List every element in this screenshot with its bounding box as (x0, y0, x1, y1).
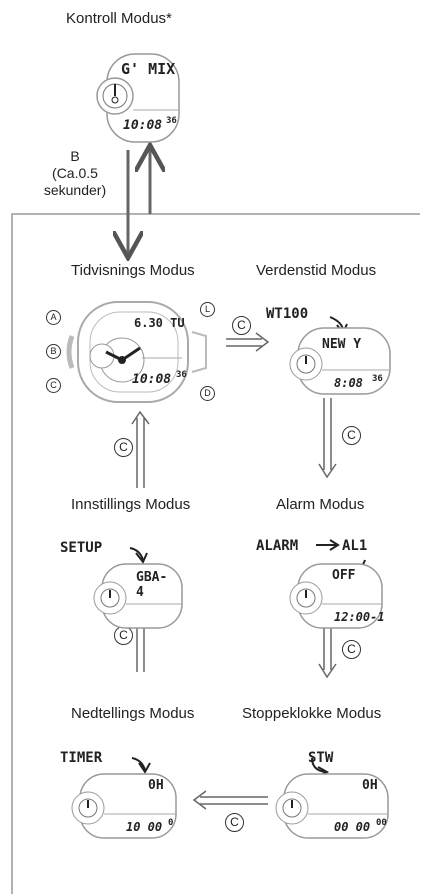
title-timekeeping-mode: Tidvisnings Modus (71, 262, 195, 279)
button-l-label: L (200, 302, 215, 317)
title-countdown-mode: Nedtellings Modus (71, 705, 195, 722)
lcd-top: 0H (148, 778, 164, 793)
arrow-stopwatch-to-countdown (192, 790, 268, 810)
arrow-worldtime-to-alarm (318, 398, 337, 479)
arrow-timekeeping-to-worldtime (226, 332, 270, 352)
transition-b-label: B (Ca.0.5 sekunder) (40, 148, 110, 199)
lcd-top: OFF (332, 568, 356, 583)
callout-text: WT100 (266, 306, 309, 322)
watch-face (93, 563, 183, 629)
mode-frame (11, 213, 420, 894)
watch-alarm: ALARM AL1 OFF 12:00-1 (256, 534, 396, 630)
callout-text: SETUP (60, 540, 103, 556)
watch-stopwatch: STW 0H 00 00 00 (272, 744, 400, 840)
lcd-seconds: 36 (176, 370, 187, 380)
circled-c-label: C (225, 813, 244, 832)
button-d-label: D (200, 386, 215, 401)
lcd-top: G' MIX (121, 60, 176, 78)
lcd-top: NEW Y (322, 337, 362, 352)
lcd-time: 8:08 (334, 376, 363, 390)
title-alarm-mode: Alarm Modus (276, 496, 365, 513)
title-setting-mode: Innstillings Modus (71, 496, 191, 513)
callout-text: TIMER (60, 750, 103, 766)
callout-arrow-alarm-right (316, 539, 340, 551)
circled-c-label: C (114, 438, 133, 457)
lcd-top: GBA-4 (136, 570, 168, 600)
watch-face (96, 53, 180, 143)
lcd-time: 12:00-1 (334, 610, 385, 624)
lcd-time: 10 00 (126, 820, 163, 834)
transition-b-duration: (Ca.0.5 (52, 165, 98, 181)
lcd-seconds: 00 (376, 818, 387, 828)
title-worldtime-mode: Verdenstid Modus (256, 262, 377, 279)
arrow-setting-to-timekeeping (131, 410, 150, 488)
watch-control: G' MIX 10:08 36 (95, 50, 181, 146)
callout-right: AL1 (342, 538, 368, 554)
watch-face (71, 773, 177, 839)
button-b-label: B (46, 344, 61, 359)
watch-face (289, 563, 383, 629)
button-c-label: C (46, 378, 61, 393)
lcd-time: 00 00 (334, 820, 371, 834)
lcd-seconds: 0 (168, 818, 174, 828)
watch-face (275, 773, 389, 839)
lcd-top: 0H (362, 778, 378, 793)
callout-arrow-setting (129, 547, 148, 564)
title-stopwatch-mode: Stoppeklokke Modus (242, 705, 382, 722)
watch-face (289, 327, 391, 395)
title-control-mode: Kontroll Modus* (66, 10, 172, 27)
circled-c-label: C (342, 426, 361, 445)
callout-text: STW (308, 750, 334, 766)
callout-left: ALARM (256, 538, 299, 554)
button-a-label: A (46, 310, 61, 325)
lcd-time: 10:08 (132, 372, 172, 387)
watch-setting: SETUP GBA-4 (60, 534, 183, 630)
transition-b-unit: sekunder) (43, 182, 107, 198)
watch-face (66, 301, 207, 403)
watch-countdown: TIMER 0H 10 00 0 (60, 744, 180, 840)
circled-c-label: C (342, 640, 361, 659)
transition-b-button: B (70, 148, 80, 164)
lcd-top: 6.30 TU (134, 316, 185, 330)
lcd-seconds: 36 (166, 116, 177, 126)
callout-arrow-timer (131, 757, 151, 774)
lcd-seconds: 36 (372, 374, 383, 384)
circled-c-label: C (232, 316, 251, 335)
watch-timekeeping: 6.30 TU 10:08 36 A B C L D (42, 296, 218, 408)
lcd-time: 10:08 (123, 118, 163, 133)
watch-worldtime: WT100 NEW Y 8:08 36 (266, 300, 396, 396)
